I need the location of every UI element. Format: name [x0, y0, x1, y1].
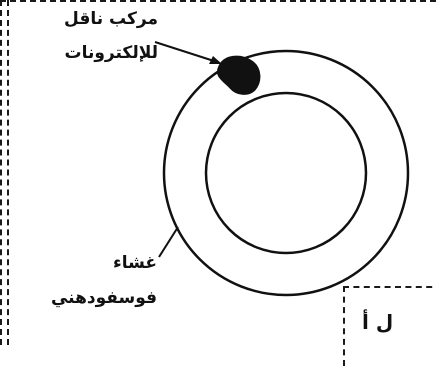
- part-label: ل أ: [362, 309, 393, 335]
- membrane-label-line1: غشاء: [113, 252, 157, 274]
- membrane-label-line2: فوسفودهني: [51, 287, 157, 309]
- membrane-pointer-line: [159, 227, 178, 257]
- carrier-label-line1: مركب ناقل: [64, 8, 158, 30]
- carrier-label-line2: للإلكترونات: [65, 42, 159, 64]
- outer-membrane-circle: [164, 51, 408, 295]
- carrier-pointer-line: [155, 42, 214, 61]
- electron-carrier-blob: [217, 56, 259, 94]
- inner-membrane-circle: [206, 93, 366, 253]
